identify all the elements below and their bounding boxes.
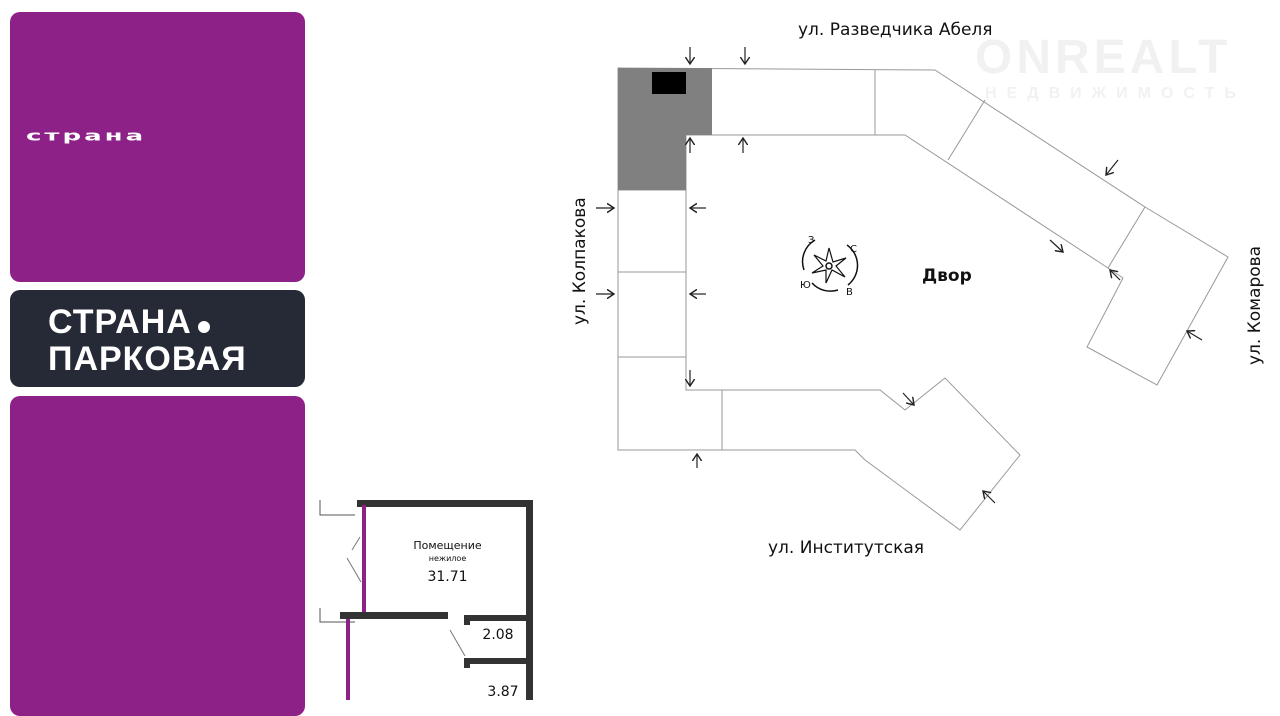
project-name-line2: ПАРКОВАЯ bbox=[48, 340, 247, 378]
project-name-line1: СТРАНА bbox=[48, 303, 210, 342]
watermark-subtitle: НЕДВИЖИМОСТЬ bbox=[985, 85, 1246, 102]
courtyard-label: Двор bbox=[922, 266, 972, 286]
small-room-area: 2.08 bbox=[482, 627, 514, 643]
building-outline bbox=[617, 67, 1229, 531]
lower-room-area: 3.87 bbox=[487, 684, 519, 700]
room-area: 31.71 bbox=[427, 569, 468, 585]
room-subtitle: нежилое bbox=[428, 554, 467, 563]
entrance-arrows bbox=[596, 47, 1203, 504]
site-plan: С В Ю З bbox=[319, 47, 1229, 700]
compass-east: В bbox=[846, 287, 853, 298]
brand-logo: страна bbox=[26, 128, 147, 145]
dot-icon bbox=[197, 321, 210, 333]
brand-panel-bottom bbox=[10, 396, 305, 716]
street-label-top: ул. Разведчика Абеля bbox=[798, 20, 993, 40]
brand-panel bbox=[10, 12, 305, 282]
street-label-right: ул. Комарова bbox=[1245, 245, 1265, 365]
street-label-left: ул. Колпакова bbox=[570, 197, 590, 325]
compass-icon bbox=[801, 239, 859, 292]
project-name-text: СТРАНА bbox=[48, 303, 192, 341]
selected-unit-marker bbox=[652, 72, 686, 94]
street-label-bottom: ул. Институтская bbox=[768, 538, 924, 558]
compass-west: З bbox=[808, 235, 814, 246]
project-name-panel bbox=[10, 290, 305, 387]
compass-south: Ю bbox=[800, 280, 811, 291]
compass-north: С bbox=[850, 244, 857, 255]
watermark-brand: ONREALT bbox=[975, 31, 1232, 84]
room-title: Помещение bbox=[413, 539, 482, 552]
floor-plan bbox=[319, 500, 533, 700]
